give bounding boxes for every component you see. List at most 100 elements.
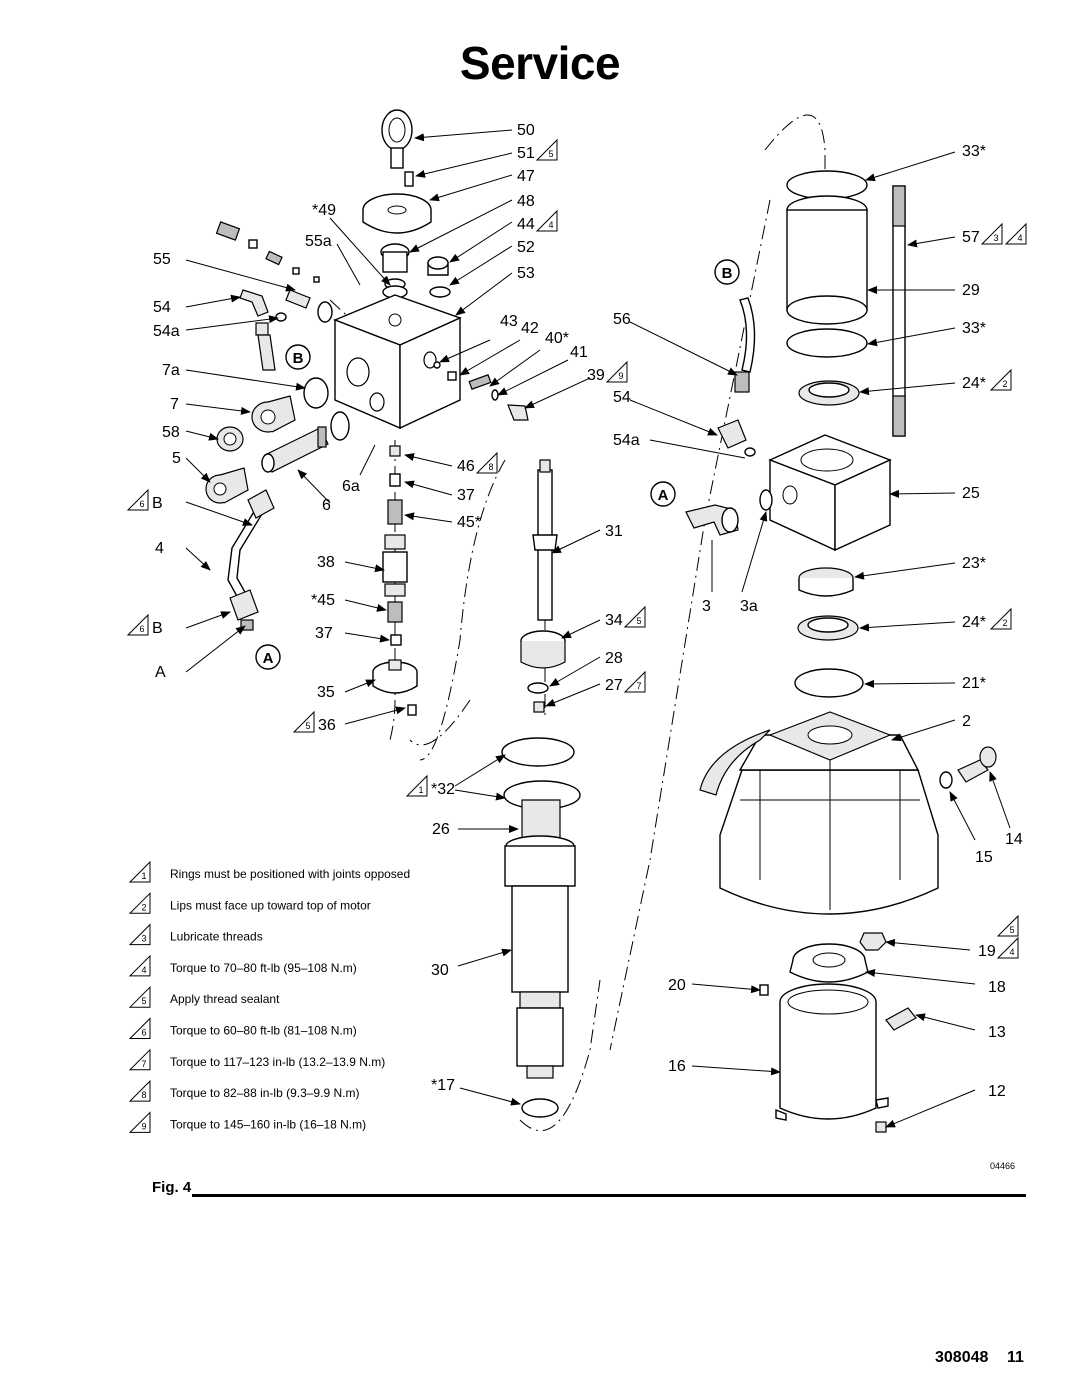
assembly-line-left <box>329 299 471 746</box>
fitting-56 <box>734 297 756 393</box>
note-text-1: Rings must be positioned with joints opp… <box>170 867 410 881</box>
callout-55a: 55a <box>305 233 332 250</box>
callout-38: 38 <box>317 554 335 571</box>
pump-cylinder-26-30 <box>504 799 576 1079</box>
muffler-16 <box>775 983 889 1121</box>
oring-55a <box>317 301 333 323</box>
note-triangle-19: 4 <box>996 936 1019 959</box>
callout-50: 50 <box>517 122 535 139</box>
note-triangle-57: 3 <box>980 222 1003 245</box>
callout-19: 19 <box>978 943 996 960</box>
callout-13: 13 <box>988 1024 1006 1041</box>
callout-39: 39 <box>587 367 605 384</box>
note-triangle-legend-7: 7 <box>128 1048 151 1071</box>
callout-17: *17 <box>431 1077 455 1094</box>
displacement-rod-31 <box>532 459 558 621</box>
note-triangle-legend-9: 9 <box>128 1111 151 1133</box>
note-triangle-24-upper: 2 <box>989 368 1012 391</box>
assembly-line-a <box>419 459 601 1131</box>
svg-text:2: 2 <box>141 902 146 912</box>
note-triangle-27: 7 <box>623 670 646 693</box>
fitting-13 <box>885 1007 917 1031</box>
callout-48: 48 <box>517 193 535 210</box>
callout-51: 51 <box>517 145 535 162</box>
oring-7-seal <box>330 411 350 441</box>
note-triangle-legend-5: 5 <box>128 985 151 1008</box>
seal-24-lower <box>797 615 859 641</box>
callout-29: 29 <box>962 282 980 299</box>
callout-4: 4 <box>155 540 164 557</box>
svg-text:3: 3 <box>141 934 146 944</box>
note-triangle-19-above: 5 <box>996 914 1019 937</box>
nut-5 <box>205 467 249 504</box>
callout-21: 21* <box>962 675 986 692</box>
page-number: 11 <box>1007 1349 1024 1366</box>
callout-45-upper: 45* <box>457 514 481 531</box>
callout-34: 34 <box>605 612 623 629</box>
washer-52 <box>429 286 451 298</box>
callout-18: 18 <box>988 979 1006 996</box>
note-triangle-44: 4 <box>535 209 558 232</box>
document-number: 308048 <box>935 1349 989 1366</box>
callout-57: 57 <box>962 229 980 246</box>
callout-5: 5 <box>172 450 181 467</box>
callout-25: 25 <box>962 485 980 502</box>
svg-text:1: 1 <box>418 785 423 795</box>
callout-35: 35 <box>317 684 335 701</box>
section-marker-b-right: B <box>714 259 740 285</box>
callout-12: 12 <box>988 1083 1006 1100</box>
fitting-54a-left <box>255 322 276 371</box>
note-triangle-legend-6: 6 <box>128 1017 151 1039</box>
nut-44 <box>427 256 449 276</box>
note-triangle-b-upper-left: 6 <box>126 488 149 511</box>
callout-49: *49 <box>312 202 336 219</box>
nut-19 <box>859 932 887 951</box>
oring-7a <box>303 377 329 409</box>
note-triangle-24-lower: 2 <box>989 607 1012 630</box>
svg-text:5: 5 <box>1009 925 1014 935</box>
nut-7 <box>251 395 296 433</box>
svg-text:5: 5 <box>548 149 553 159</box>
callout-30: 30 <box>431 962 449 979</box>
note-triangle-39: 9 <box>605 360 628 383</box>
svg-text:7: 7 <box>141 1059 146 1069</box>
callout-16: 16 <box>668 1058 686 1075</box>
callout-24-lower: 24* <box>962 614 986 631</box>
manifold-block <box>333 294 462 430</box>
callout-14: 14 <box>1005 831 1023 848</box>
callout-33-lower: 33* <box>962 320 986 337</box>
callout-32: *32 <box>431 781 455 798</box>
screw-51 <box>404 171 414 187</box>
cylinder-29 <box>786 195 868 325</box>
callout-15: 15 <box>975 849 993 866</box>
callout-2: 2 <box>962 713 971 730</box>
oring-17 <box>521 1098 559 1118</box>
callout-40: 40* <box>545 330 569 347</box>
note-triangle-legend-2: 2 <box>128 892 151 914</box>
piston-34 <box>520 630 566 669</box>
screw-12 <box>875 1121 887 1133</box>
callout-28: 28 <box>605 650 623 667</box>
fitting-54-right <box>717 419 756 457</box>
swivel-hose-4 <box>227 489 275 631</box>
oring-21 <box>794 668 864 698</box>
svg-text:A: A <box>658 487 669 504</box>
nut-58 <box>216 426 244 452</box>
seal-24-upper <box>798 380 860 406</box>
bearing-23 <box>798 567 854 597</box>
note-text-8: Torque to 82–88 in-lb (9.3–9.9 N.m) <box>170 1086 359 1100</box>
drawing-id: 04466 <box>990 1161 1016 1171</box>
callout-43: 43 <box>500 313 518 330</box>
svg-text:3: 3 <box>993 233 998 243</box>
callout-45-lower: *45 <box>311 592 335 609</box>
svg-text:4: 4 <box>1009 947 1014 957</box>
svg-text:5: 5 <box>636 616 641 626</box>
callout-54a-left: 54a <box>153 323 180 340</box>
callout-b-upper-left: B <box>152 495 163 512</box>
callout-27: 27 <box>605 677 623 694</box>
svg-text:4: 4 <box>548 220 553 230</box>
note-text-2: Lips must face up toward top of motor <box>170 898 371 912</box>
